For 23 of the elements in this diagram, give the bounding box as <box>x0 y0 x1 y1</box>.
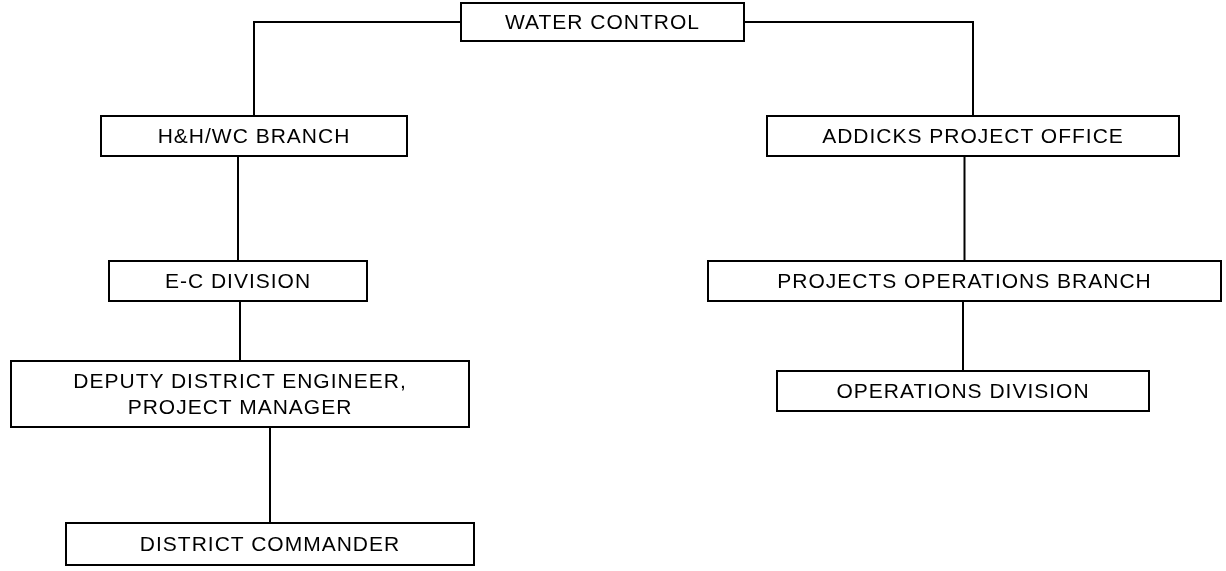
box-title: E-C DIVISION <box>164 268 312 294</box>
box-title: DEPUTY DISTRICT ENGINEER, PROJECT MANAGER <box>72 368 408 420</box>
box-title: WATER CONTROL <box>505 9 700 35</box>
org-box <box>10 360 470 428</box>
org-box <box>108 260 368 302</box>
connector-line <box>962 301 964 371</box>
box-title: ADDICKS PROJECT OFFICE <box>822 123 1124 149</box>
connector-line <box>269 427 271 523</box>
org-box <box>100 115 408 157</box>
org-box <box>65 522 475 566</box>
box-title: H&H/WC BRANCH <box>157 123 351 149</box>
connector-line <box>253 21 461 116</box>
box-title: OPERATIONS DIVISION <box>836 378 1090 404</box>
org-box <box>460 2 745 42</box>
org-box <box>766 115 1180 157</box>
box-title: DISTRICT COMMANDER <box>139 531 401 557</box>
connector-line <box>239 301 241 361</box>
org-box <box>707 260 1222 302</box>
connector-line <box>744 21 974 116</box>
connector-line <box>237 156 239 261</box>
connector-line <box>963 156 966 261</box>
org-box <box>776 370 1150 412</box>
box-title: PROJECTS OPERATIONS BRANCH <box>777 268 1152 294</box>
